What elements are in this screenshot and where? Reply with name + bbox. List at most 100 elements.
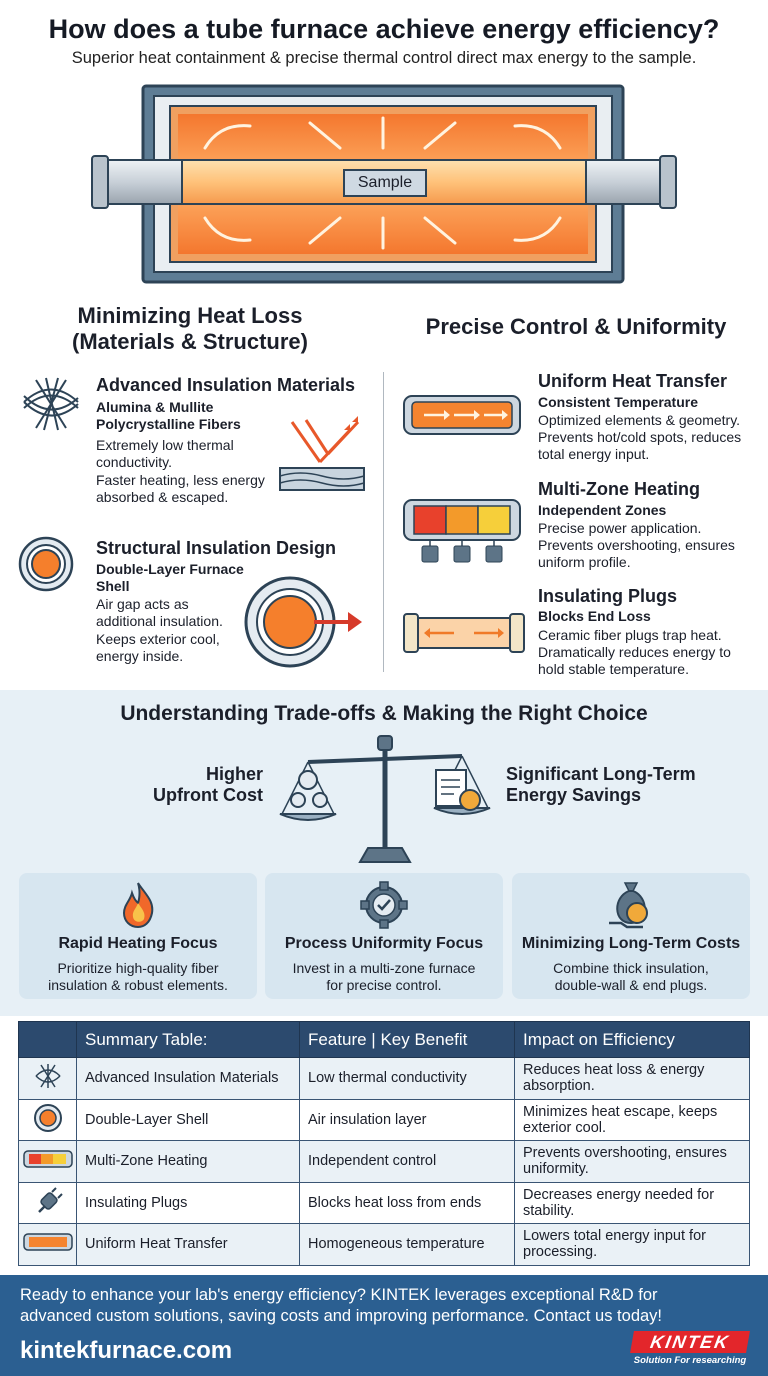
table-cell-name: Double-Layer Shell [76, 1098, 300, 1141]
long-term-costs-body2: double-wall & end plugs. [554, 977, 708, 993]
table-cell-name: Uniform Heat Transfer [76, 1223, 300, 1266]
table-row: Advanced Insulation Materials Low therma… [18, 1057, 750, 1100]
energy-savings-line1: Significant Long-Term [506, 764, 696, 784]
plug-icon [37, 1187, 63, 1213]
rapid-heating-title: Rapid Heating Focus [58, 935, 218, 952]
process-uniformity-title: Process Uniformity Focus [284, 935, 484, 952]
table-cell-feature: Homogeneous temperature [299, 1223, 515, 1266]
table-header-col2: Feature | Key Benefit [299, 1021, 515, 1058]
flame-icon [122, 882, 154, 929]
long-term-costs-body1: Combine thick insulation, [553, 960, 709, 976]
multi-zone-title: Multi-Zone Heating [538, 479, 700, 499]
impact-line1: Reduces heat loss & energy [523, 1062, 705, 1079]
tube-furnace-illustration [91, 84, 677, 284]
impact-line2: processing. [523, 1244, 598, 1261]
insulation-materials-body2: conductivity. [96, 454, 172, 470]
upfront-cost-line1: Higher [205, 764, 263, 784]
right-section-heading: Precise Control & Uniformity [425, 314, 727, 339]
table-row: Uniform Heat Transfer Homogeneous temper… [18, 1223, 750, 1266]
impact-line2: absorption. [523, 1078, 595, 1095]
structural-design-body4: energy inside. [96, 648, 184, 664]
heat-reflection-icon [279, 416, 365, 491]
table-cell-feature: Air insulation layer [299, 1098, 515, 1141]
table-header-col1: Summary Table: [76, 1021, 300, 1058]
process-uniformity-card: Process Uniformity Focus Invest in a mul… [265, 873, 503, 999]
long-term-costs-title: Minimizing Long-Term Costs [521, 935, 741, 952]
insulating-plugs-sub: Blocks End Loss [538, 608, 651, 624]
structural-design-body2: additional insulation. [96, 613, 223, 629]
page-subtitle: Superior heat containment & precise ther… [71, 49, 697, 67]
insulation-materials-sub1: Alumina & Mullite [96, 399, 214, 415]
rapid-heating-body1: Prioritize high-quality fiber [57, 960, 219, 976]
tradeoff-heading: Understanding Trade-offs & Making the Ri… [120, 702, 648, 725]
long-term-costs-card: Minimizing Long-Term Costs Combine thick… [512, 873, 750, 999]
rapid-heating-body2: insulation & robust elements. [48, 977, 228, 993]
multi-zone-icon [403, 499, 521, 563]
uniform-heat-body3: total energy input. [538, 446, 650, 462]
insulating-plugs-body3: hold stable temperature. [538, 661, 689, 677]
footer-cta-line2: advanced custom solutions, saving costs … [20, 1307, 663, 1325]
insulating-plugs-title: Insulating Plugs [538, 586, 678, 606]
section-divider [383, 372, 384, 672]
table-row: Double-Layer Shell Air insulation layer … [18, 1098, 750, 1141]
insulating-plugs-icon [403, 613, 525, 653]
impact-line2: exterior cool. [523, 1119, 607, 1136]
kintek-logo[interactable]: KINTEK [630, 1331, 750, 1353]
uniform-heat-icon [403, 395, 521, 435]
impact-line2: uniformity. [523, 1161, 589, 1178]
footer-banner: Ready to enhance your lab's energy effic… [0, 1275, 768, 1376]
process-uniformity-body2: for precise control. [326, 977, 442, 993]
impact-line1: Lowers total energy input for [523, 1228, 706, 1245]
table-cell-icon [18, 1181, 77, 1224]
table-cell-icon [18, 1098, 77, 1141]
impact-line2: stability. [523, 1202, 575, 1219]
multi-zone-body3: uniform profile. [538, 554, 631, 570]
table-cell-feature: Independent control [299, 1140, 515, 1183]
footer-url-link[interactable]: kintekfurnace.com [20, 1337, 233, 1364]
structural-design-sub1: Double-Layer Furnace [96, 561, 244, 577]
table-cell-icon [18, 1057, 77, 1100]
impact-line1: Prevents overshooting, ensures [523, 1145, 727, 1162]
double-shell-cross-section-icon [244, 576, 362, 668]
uniform-heat-title: Uniform Heat Transfer [538, 371, 728, 391]
rapid-heating-card: Rapid Heating Focus Prioritize high-qual… [19, 873, 257, 999]
uniform-heat-body1: Optimized elements & geometry. [538, 412, 741, 428]
double-shell-icon [33, 1103, 62, 1132]
sample-label: Sample [357, 174, 413, 191]
gear-check-icon [360, 881, 408, 929]
upfront-cost-label: Higher Upfront Cost [120, 764, 263, 806]
insulation-materials-sub2: Polycrystalline Fibers [96, 416, 241, 432]
summary-table: Summary Table: Feature | Key Benefit Imp… [18, 1021, 750, 1266]
footer-cta-line1: Ready to enhance your lab's energy effic… [20, 1286, 658, 1304]
upfront-cost-line2: Upfront Cost [153, 785, 263, 805]
multi-zone-sub: Independent Zones [538, 502, 667, 518]
table-header-row: Summary Table: Feature | Key Benefit Imp… [18, 1021, 750, 1058]
page-title: How does a tube furnace achieve energy e… [48, 14, 720, 44]
balance-scale-icon [279, 735, 491, 863]
table-row: Multi-Zone Heating Independent control P… [18, 1140, 750, 1183]
left-heading-line1: Minimizing Heat Loss [77, 303, 303, 328]
multi-zone-body1: Precise power application. [538, 520, 702, 536]
fiber-insulation-icon [23, 377, 79, 431]
uniform-heat-sub: Consistent Temperature [538, 394, 698, 410]
table-header-col3: Impact on Efficiency [514, 1021, 750, 1058]
impact-line1: Minimizes heat escape, keeps [523, 1103, 718, 1120]
table-cell-feature: Blocks heat loss from ends [299, 1181, 515, 1224]
kintek-tagline: Solution For researching [633, 1355, 747, 1366]
table-cell-feature: Low thermal conductivity [299, 1057, 515, 1100]
table-header-icon [18, 1021, 77, 1058]
multi-zone-icon [22, 1150, 73, 1168]
left-section-heading: Minimizing Heat Loss (Materials & Struct… [40, 303, 340, 355]
footer-cta: Ready to enhance your lab's energy effic… [20, 1285, 760, 1327]
money-bag-icon [609, 882, 648, 929]
insulating-plugs-body2: Dramatically reduces energy to [538, 644, 731, 660]
insulation-materials-title: Advanced Insulation Materials [96, 375, 356, 395]
table-cell-name: Multi-Zone Heating [76, 1140, 300, 1183]
table-row: Insulating Plugs Blocks heat loss from e… [18, 1181, 750, 1224]
